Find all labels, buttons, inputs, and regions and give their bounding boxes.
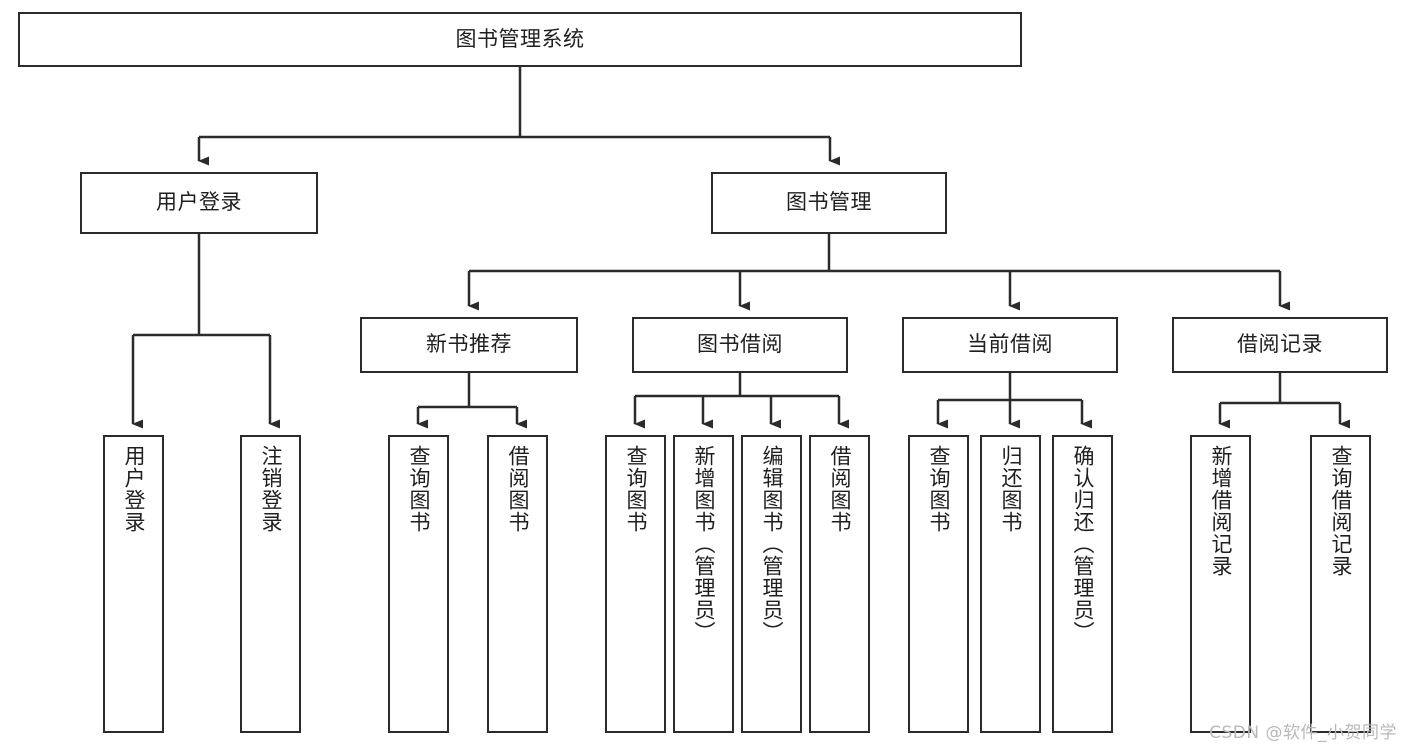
leaf-leaf-borrow-book-1[interactable]: 借阅图书 — [487, 435, 548, 733]
node-book-management[interactable]: 图书管理 — [711, 172, 947, 234]
node-current-borrow-label: 当前借阅 — [967, 332, 1053, 357]
leaf-leaf-logout[interactable]: 注销登录 — [240, 435, 301, 733]
leaf-leaf-query-book-2[interactable]: 查询图书 — [605, 435, 666, 733]
leaf-leaf-query-record[interactable]: 查询借阅记录 — [1310, 435, 1371, 733]
leaf-leaf-user-login[interactable]: 用户登录 — [103, 435, 164, 733]
node-new-book-recommend-label: 新书推荐 — [426, 332, 512, 357]
node-root-label: 图书管理系统 — [455, 26, 585, 51]
node-current-borrow[interactable]: 当前借阅 — [902, 317, 1118, 373]
leaf-leaf-query-book-1-label: 查询图书 — [406, 445, 431, 533]
node-borrow-record-label: 借阅记录 — [1237, 332, 1323, 357]
leaf-leaf-user-login-label: 用户登录 — [121, 445, 146, 533]
node-book-borrow-label: 图书借阅 — [697, 332, 783, 357]
leaf-leaf-return-book[interactable]: 归还图书 — [980, 435, 1041, 733]
leaf-leaf-borrow-book-1-label: 借阅图书 — [505, 445, 530, 533]
leaf-leaf-edit-book[interactable]: 编辑图书（管理员） — [741, 435, 802, 733]
leaf-leaf-add-book-label: 新增图书（管理员） — [691, 445, 716, 643]
leaf-leaf-query-record-label: 查询借阅记录 — [1328, 445, 1353, 577]
node-borrow-record[interactable]: 借阅记录 — [1172, 317, 1388, 373]
leaf-leaf-confirm-return[interactable]: 确认归还（管理员） — [1052, 435, 1113, 733]
leaf-leaf-query-book-3[interactable]: 查询图书 — [908, 435, 969, 733]
leaf-leaf-borrow-book-2-label: 借阅图书 — [827, 445, 852, 533]
leaf-leaf-query-book-3-label: 查询图书 — [926, 445, 951, 533]
leaf-leaf-edit-book-label: 编辑图书（管理员） — [759, 445, 784, 643]
leaf-leaf-confirm-return-label: 确认归还（管理员） — [1070, 445, 1095, 643]
leaf-leaf-add-record[interactable]: 新增借阅记录 — [1190, 435, 1251, 733]
leaf-leaf-add-record-label: 新增借阅记录 — [1208, 445, 1233, 577]
node-user-login[interactable]: 用户登录 — [80, 172, 318, 234]
watermark: CSDN @软件_小贺同学 — [1209, 723, 1397, 743]
leaf-leaf-borrow-book-2[interactable]: 借阅图书 — [809, 435, 870, 733]
leaf-leaf-logout-label: 注销登录 — [258, 445, 283, 533]
node-root[interactable]: 图书管理系统 — [18, 12, 1022, 67]
node-book-management-label: 图书管理 — [786, 190, 872, 215]
node-new-book-recommend[interactable]: 新书推荐 — [360, 317, 578, 373]
leaf-leaf-return-book-label: 归还图书 — [998, 445, 1023, 533]
leaf-leaf-query-book-2-label: 查询图书 — [623, 445, 648, 533]
leaf-leaf-add-book[interactable]: 新增图书（管理员） — [673, 435, 734, 733]
node-book-borrow[interactable]: 图书借阅 — [632, 317, 848, 373]
leaf-leaf-query-book-1[interactable]: 查询图书 — [388, 435, 449, 733]
node-user-login-label: 用户登录 — [156, 190, 242, 215]
